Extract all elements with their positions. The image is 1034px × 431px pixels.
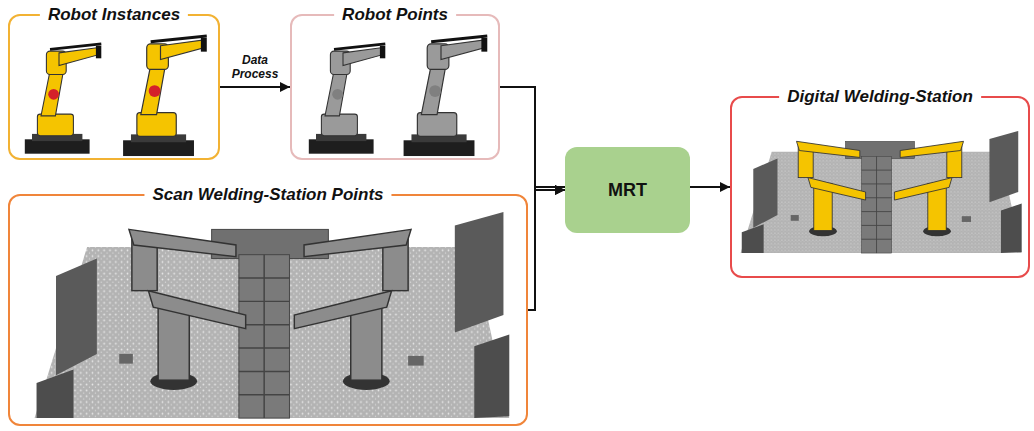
robot-instances-panel: Robot Instances: [8, 14, 220, 160]
robot-instance: [25, 44, 102, 154]
panel-title: Robot Instances: [40, 4, 188, 26]
robot-point-cloud: [404, 36, 488, 156]
title-holder: Digital Welding-Station: [779, 86, 981, 108]
panel-title: Robot Points: [334, 4, 456, 26]
edge-label-holder: Data Process: [224, 53, 286, 81]
panel-title: Scan Welding-Station Points: [144, 184, 391, 206]
mrt-box: MRT: [565, 147, 690, 233]
flow-arrow: [528, 190, 565, 310]
title-holder: Robot Points: [334, 4, 456, 26]
robot-points-panel: Robot Points: [290, 14, 500, 160]
edge-label: Data Process: [224, 53, 286, 81]
panel-title: Digital Welding-Station: [779, 86, 981, 108]
flow-arrow: [500, 87, 565, 190]
digital-station-panel: Digital Welding-Station: [730, 96, 1030, 278]
robot-point-cloud: [309, 44, 386, 154]
flow-arrow: [220, 86, 290, 88]
digital-scene: [741, 131, 1022, 253]
box-label: MRT: [608, 180, 647, 201]
title-holder: Robot Instances: [40, 4, 188, 26]
scan-points-panel: Scan Welding-Station Points: [8, 194, 528, 426]
title-holder: Scan Welding-Station Points: [144, 184, 391, 206]
scan-scene: [35, 212, 510, 418]
robot-instance: [123, 36, 207, 156]
